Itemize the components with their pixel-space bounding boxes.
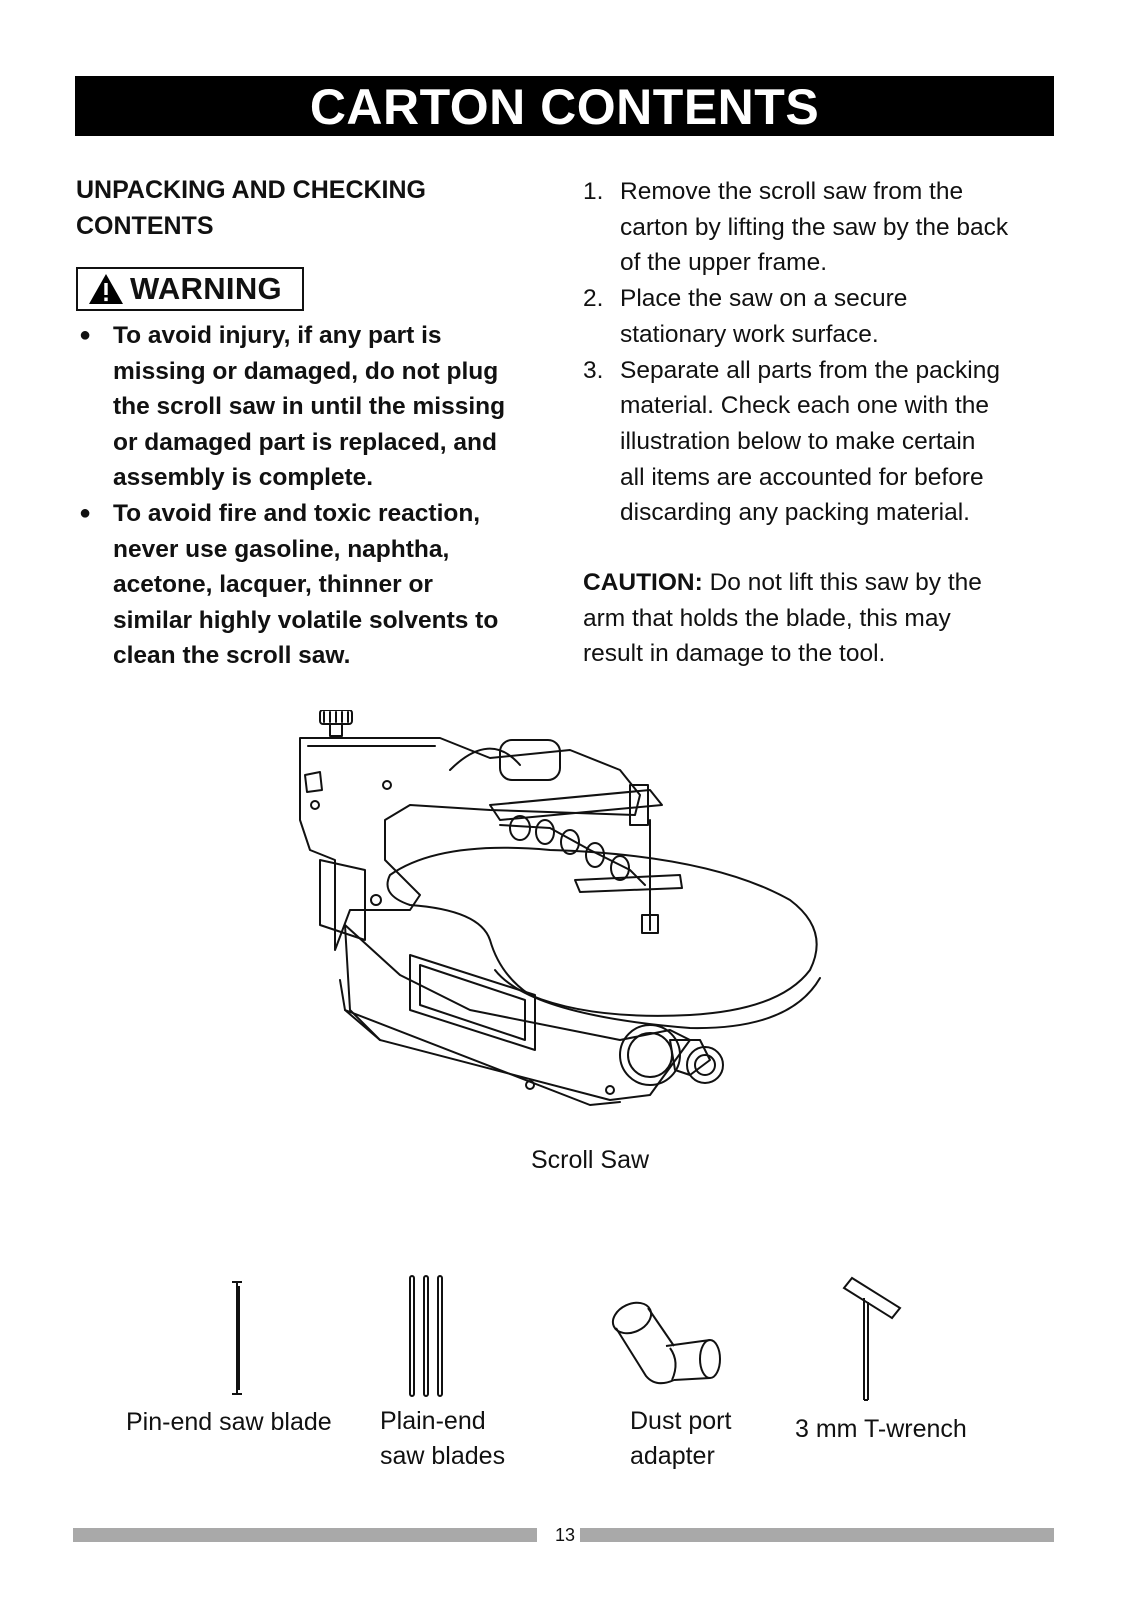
- step-line: material. Check each one with the: [620, 392, 990, 420]
- bullet-line: To avoid injury, if any part is: [113, 322, 442, 349]
- part-label: Pin-end saw blade: [126, 1408, 332, 1436]
- warning-triangle-icon: [89, 274, 123, 304]
- step-line: stationary work surface.: [620, 320, 879, 348]
- step-number: 3.: [583, 356, 604, 384]
- footer-bar-left: [73, 1528, 537, 1542]
- step-number: 1.: [583, 178, 604, 205]
- step-line: Remove the scroll saw from the: [620, 178, 964, 205]
- bullet-line: similar highly volatile solvents to: [113, 606, 499, 634]
- bullet-line: acetone, lacquer, thinner or: [113, 571, 433, 599]
- part-label-line: Dust port: [630, 1407, 732, 1435]
- warning-label-box: WARNING: [76, 267, 304, 311]
- dust-port-adapter-illustration: [611, 1301, 721, 1385]
- step-line: carton by lifting the saw by the back: [620, 213, 1009, 241]
- step-item: 1. Remove the scroll saw from the carton…: [583, 174, 1063, 281]
- caution-note: CAUTION: Do not lift this saw by the arm…: [583, 565, 1063, 672]
- bullet-line: or damaged part is replaced, and: [113, 428, 497, 456]
- bullet-line: missing or damaged, do not plug: [113, 357, 499, 385]
- bullet-line: assembly is complete.: [113, 464, 374, 492]
- part-label-line: Plain-end: [380, 1407, 486, 1435]
- step-line: all items are accounted for before: [620, 463, 984, 491]
- footer-bar-right: [580, 1528, 1054, 1542]
- part-label-line: saw blades: [380, 1442, 506, 1470]
- step-list: 1. Remove the scroll saw from the carton…: [583, 174, 1063, 531]
- step-item: 2. Place the saw on a secure stationary …: [583, 281, 1063, 352]
- scroll-saw-illustration: [299, 710, 821, 1106]
- step-item: 3. Separate all parts from the packing m…: [583, 353, 1063, 532]
- warning-bullet-list: ● To avoid injury, if any part is missin…: [76, 318, 556, 674]
- part-label-line: adapter: [630, 1442, 715, 1470]
- step-line: Place the saw on a secure: [620, 285, 908, 313]
- plain-end-blades-illustration: [409, 1275, 443, 1397]
- bullet-icon: ●: [79, 501, 92, 524]
- part-label: Plain-end saw blades: [380, 1404, 505, 1474]
- step-line: illustration below to make certain: [620, 427, 976, 455]
- t-wrench-illustration: [842, 1276, 902, 1401]
- step-line: discarding any packing material.: [620, 499, 970, 527]
- unpacking-section: UNPACKING AND CHECKING CONTENTS: [76, 172, 556, 244]
- page-title: CARTON CONTENTS: [75, 76, 1054, 136]
- step-number: 2.: [583, 285, 604, 313]
- part-label: Dust port adapter: [630, 1404, 731, 1474]
- step-line: of the upper frame.: [620, 249, 828, 277]
- section-heading-line1: UNPACKING AND CHECKING: [76, 176, 426, 204]
- page-number: 13: [554, 1525, 576, 1545]
- bullet-icon: ●: [79, 324, 92, 346]
- warning-label: WARNING: [130, 271, 282, 306]
- part-label: 3 mm T-wrench: [795, 1415, 967, 1443]
- bullet-line: To avoid fire and toxic reaction,: [113, 499, 481, 527]
- steps-section: 1. Remove the scroll saw from the carton…: [583, 174, 1063, 672]
- scroll-saw-caption: Scroll Saw: [530, 1146, 650, 1174]
- bullet-line: clean the scroll saw.: [113, 642, 351, 670]
- pin-end-blade-illustration: [232, 1281, 242, 1395]
- section-heading-line2: CONTENTS: [76, 212, 214, 240]
- step-line: Separate all parts from the packing: [620, 356, 1000, 384]
- bullet-line: the scroll saw in until the missing: [113, 393, 506, 421]
- caution-text: result in damage to the tool.: [583, 640, 886, 668]
- caution-text: arm that holds the blade, this may: [583, 604, 951, 632]
- warning-bullet: ● To avoid fire and toxic reaction, neve…: [76, 496, 556, 674]
- caution-label: CAUTION:: [583, 569, 703, 597]
- caution-text: Do not lift this saw by the: [702, 569, 982, 597]
- warning-bullet: ● To avoid injury, if any part is missin…: [76, 318, 556, 496]
- bullet-line: never use gasoline, naphtha,: [113, 535, 450, 563]
